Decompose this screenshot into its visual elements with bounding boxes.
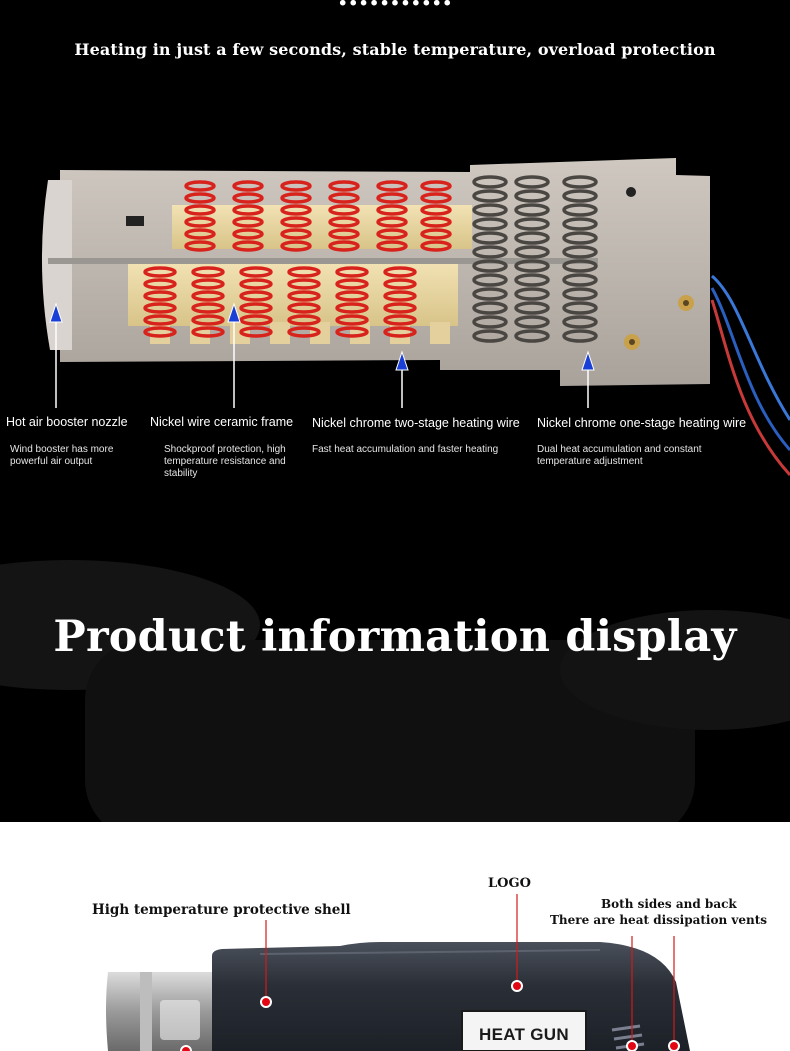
- callout-desc-nozzle: Wind booster has more powerful air outpu…: [10, 444, 114, 467]
- callout-label-one-stage-wire: Nickel chrome one-stage heating wire: [537, 416, 747, 430]
- heating-element-section: ........... Heating in just a few second…: [0, 0, 790, 822]
- label-protective-shell: High temperature protective shell: [92, 902, 351, 918]
- section-title-cut: ...........: [0, 0, 790, 13]
- heat-gun-badge: HEAT GUN: [479, 1025, 569, 1044]
- label-vents-line2: There are heat dissipation vents: [550, 913, 768, 927]
- callout-desc-one-stage-wire: Dual heat accumulation and constant temp…: [537, 444, 702, 467]
- background-shape: [560, 610, 790, 730]
- callout-label-ceramic-frame: Nickel wire ceramic frame: [150, 415, 294, 429]
- heating-subtitle: Heating in just a few seconds, stable te…: [74, 40, 716, 59]
- callout-desc-two-stage-wire: Fast heat accumulation and faster heatin…: [312, 444, 499, 455]
- callout-label-two-stage-wire: Nickel chrome two-stage heating wire: [312, 416, 520, 430]
- product-diagram-section: LOGO High temperature protective shell B…: [0, 822, 790, 1051]
- heating-element-image: [41, 158, 790, 477]
- callout-label-nozzle: Hot air booster nozzle: [6, 415, 128, 429]
- product-info-title: Product information display: [53, 612, 737, 662]
- label-vents-line1: Both sides and back: [601, 897, 737, 911]
- label-logo: LOGO: [488, 876, 531, 891]
- callout-desc-ceramic-frame: Shockproof protection, high temperature …: [164, 444, 286, 479]
- heat-gun-image: [106, 894, 690, 1051]
